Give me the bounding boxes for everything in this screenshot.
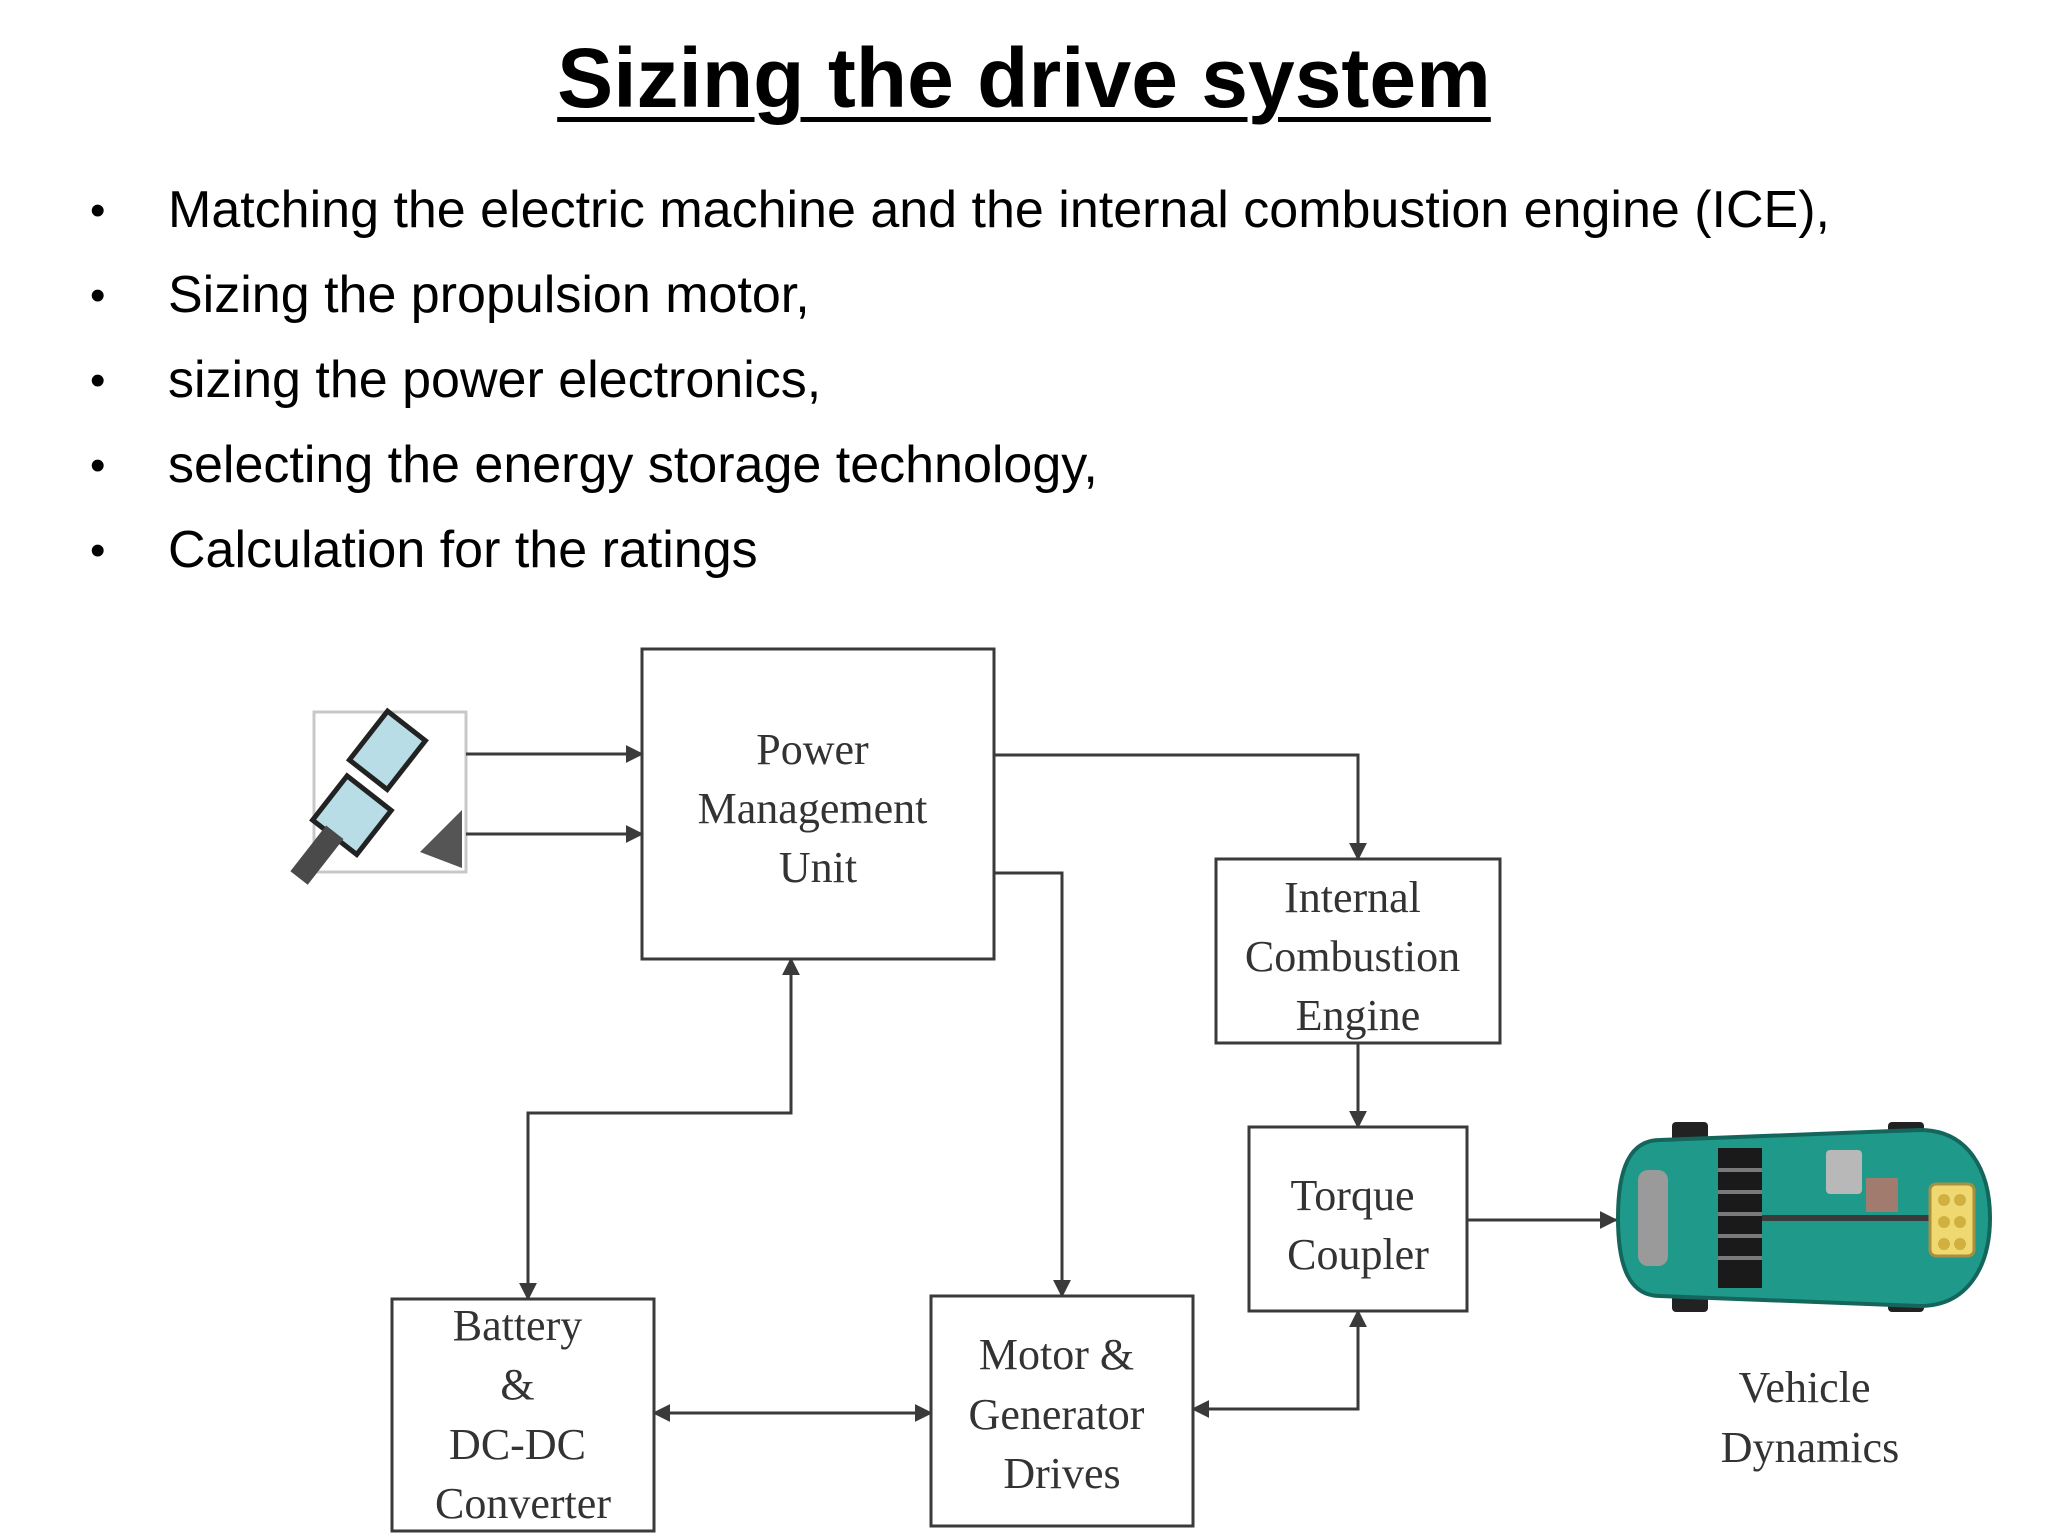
bullet-text: Sizing the propulsion motor, [168, 266, 810, 324]
bullet-text: Calculation for the ratings [168, 521, 758, 579]
bullet-item: • Calculation for the ratings [90, 508, 1830, 593]
power-management-unit-label: Power Management Unit [698, 725, 939, 892]
bullet-text: selecting the energy storage technology, [168, 436, 1098, 494]
driver-pedal-icon [290, 707, 468, 885]
bullet-icon: • [90, 441, 106, 490]
internal-combustion-engine-label: Internal Combustion Engine [1245, 873, 1471, 1040]
connector-pmu-to-motor [994, 871, 1071, 1298]
vehicle-top-view-icon [1615, 1122, 1993, 1312]
bullet-text: sizing the power electronics, [168, 351, 822, 409]
bullet-icon: • [90, 356, 106, 405]
motor-generator-drives-label: Motor & Generator Drives [969, 1330, 1156, 1498]
bullet-item: • sizing the power electronics, [90, 338, 1830, 423]
slide-title-text: Sizing the drive system [557, 31, 1491, 125]
bullet-list: • Matching the electric machine and the i… [90, 168, 1830, 593]
battery-converter-box [390, 1297, 656, 1533]
bullet-icon: • [90, 526, 106, 575]
torque-coupler-label: Torque Coupler [1287, 1171, 1429, 1279]
connector-motor-torque [1191, 1309, 1367, 1418]
connector-pmu-to-ice [994, 753, 1367, 861]
slide-title: Sizing the drive system [0, 28, 2048, 128]
bullet-item: • Matching the electric machine and the i… [90, 168, 1830, 253]
connector-battery-pmu [519, 957, 800, 1301]
bullet-item: • Sizing the propulsion motor, [90, 253, 1830, 338]
motor-generator-drives-box [929, 1294, 1195, 1528]
bullet-icon: • [90, 271, 106, 320]
power-management-unit-box [640, 647, 996, 961]
bullet-icon: • [90, 186, 106, 235]
bullet-item: • selecting the energy storage technology… [90, 423, 1830, 508]
battery-converter-label: Battery & DC-DC Converter [435, 1301, 611, 1528]
bullet-text: Matching the electric machine and the in… [168, 181, 1830, 239]
vehicle-dynamics-label: Vehicle Dynamics [1721, 1363, 1899, 1472]
